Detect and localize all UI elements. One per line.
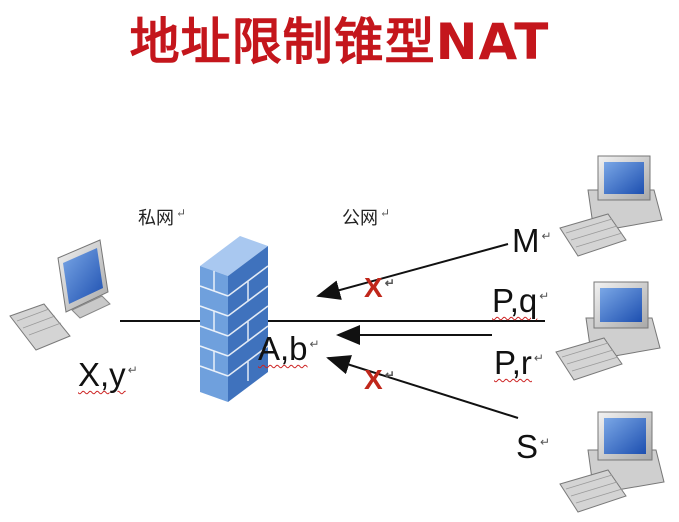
paragraph-mark: ↵ [384, 275, 395, 290]
arrow-m-blocked [316, 243, 509, 300]
nat-address-text: A,b [258, 330, 308, 367]
blocked-mark-text: X [364, 364, 383, 395]
paragraph-mark: ↵ [533, 351, 544, 365]
internal-address-text: X,y [78, 356, 126, 393]
firewall-icon [199, 236, 269, 402]
host-m-computer-icon [559, 155, 663, 257]
host-pr-label: P,r↵ [494, 344, 544, 382]
nat-address-label: A,b↵ [258, 330, 320, 368]
host-s-label: S↵ [516, 428, 550, 466]
host-s-computer-icon [559, 411, 665, 513]
host-pr-text: P,r [494, 344, 532, 381]
internal-computer-icon [9, 239, 111, 351]
paragraph-mark: ↵ [539, 289, 550, 303]
paragraph-mark: ↵ [309, 337, 320, 351]
paragraph-mark: ↵ [541, 229, 552, 243]
paragraph-mark: ↵ [127, 363, 138, 377]
host-m-label: M↵ [512, 222, 552, 260]
host-pq-text: P,q [492, 282, 538, 319]
internal-address-label: X,y↵ [78, 356, 138, 394]
private-network-label: 私网↵ [138, 204, 186, 230]
public-network-text: 公网 [342, 208, 378, 229]
blocked-mark-text: X [364, 272, 383, 303]
host-pq-label: P,q↵ [492, 282, 549, 320]
paragraph-mark: ↵ [176, 206, 187, 220]
host-s-text: S [516, 428, 539, 465]
paragraph-mark: ↵ [384, 367, 395, 382]
paragraph-mark: ↵ [380, 206, 391, 220]
blocked-mark-s: X↵ [364, 364, 395, 396]
host-m-text: M [512, 222, 540, 259]
blocked-mark-m: X↵ [364, 272, 395, 304]
public-network-label: 公网↵ [342, 204, 390, 230]
arrow-s-blocked [326, 355, 519, 419]
private-network-text: 私网 [138, 208, 174, 229]
page-title: 地址限制锥型NAT [129, 13, 550, 71]
paragraph-mark: ↵ [540, 435, 551, 449]
host-p-computer-icon [555, 281, 661, 381]
